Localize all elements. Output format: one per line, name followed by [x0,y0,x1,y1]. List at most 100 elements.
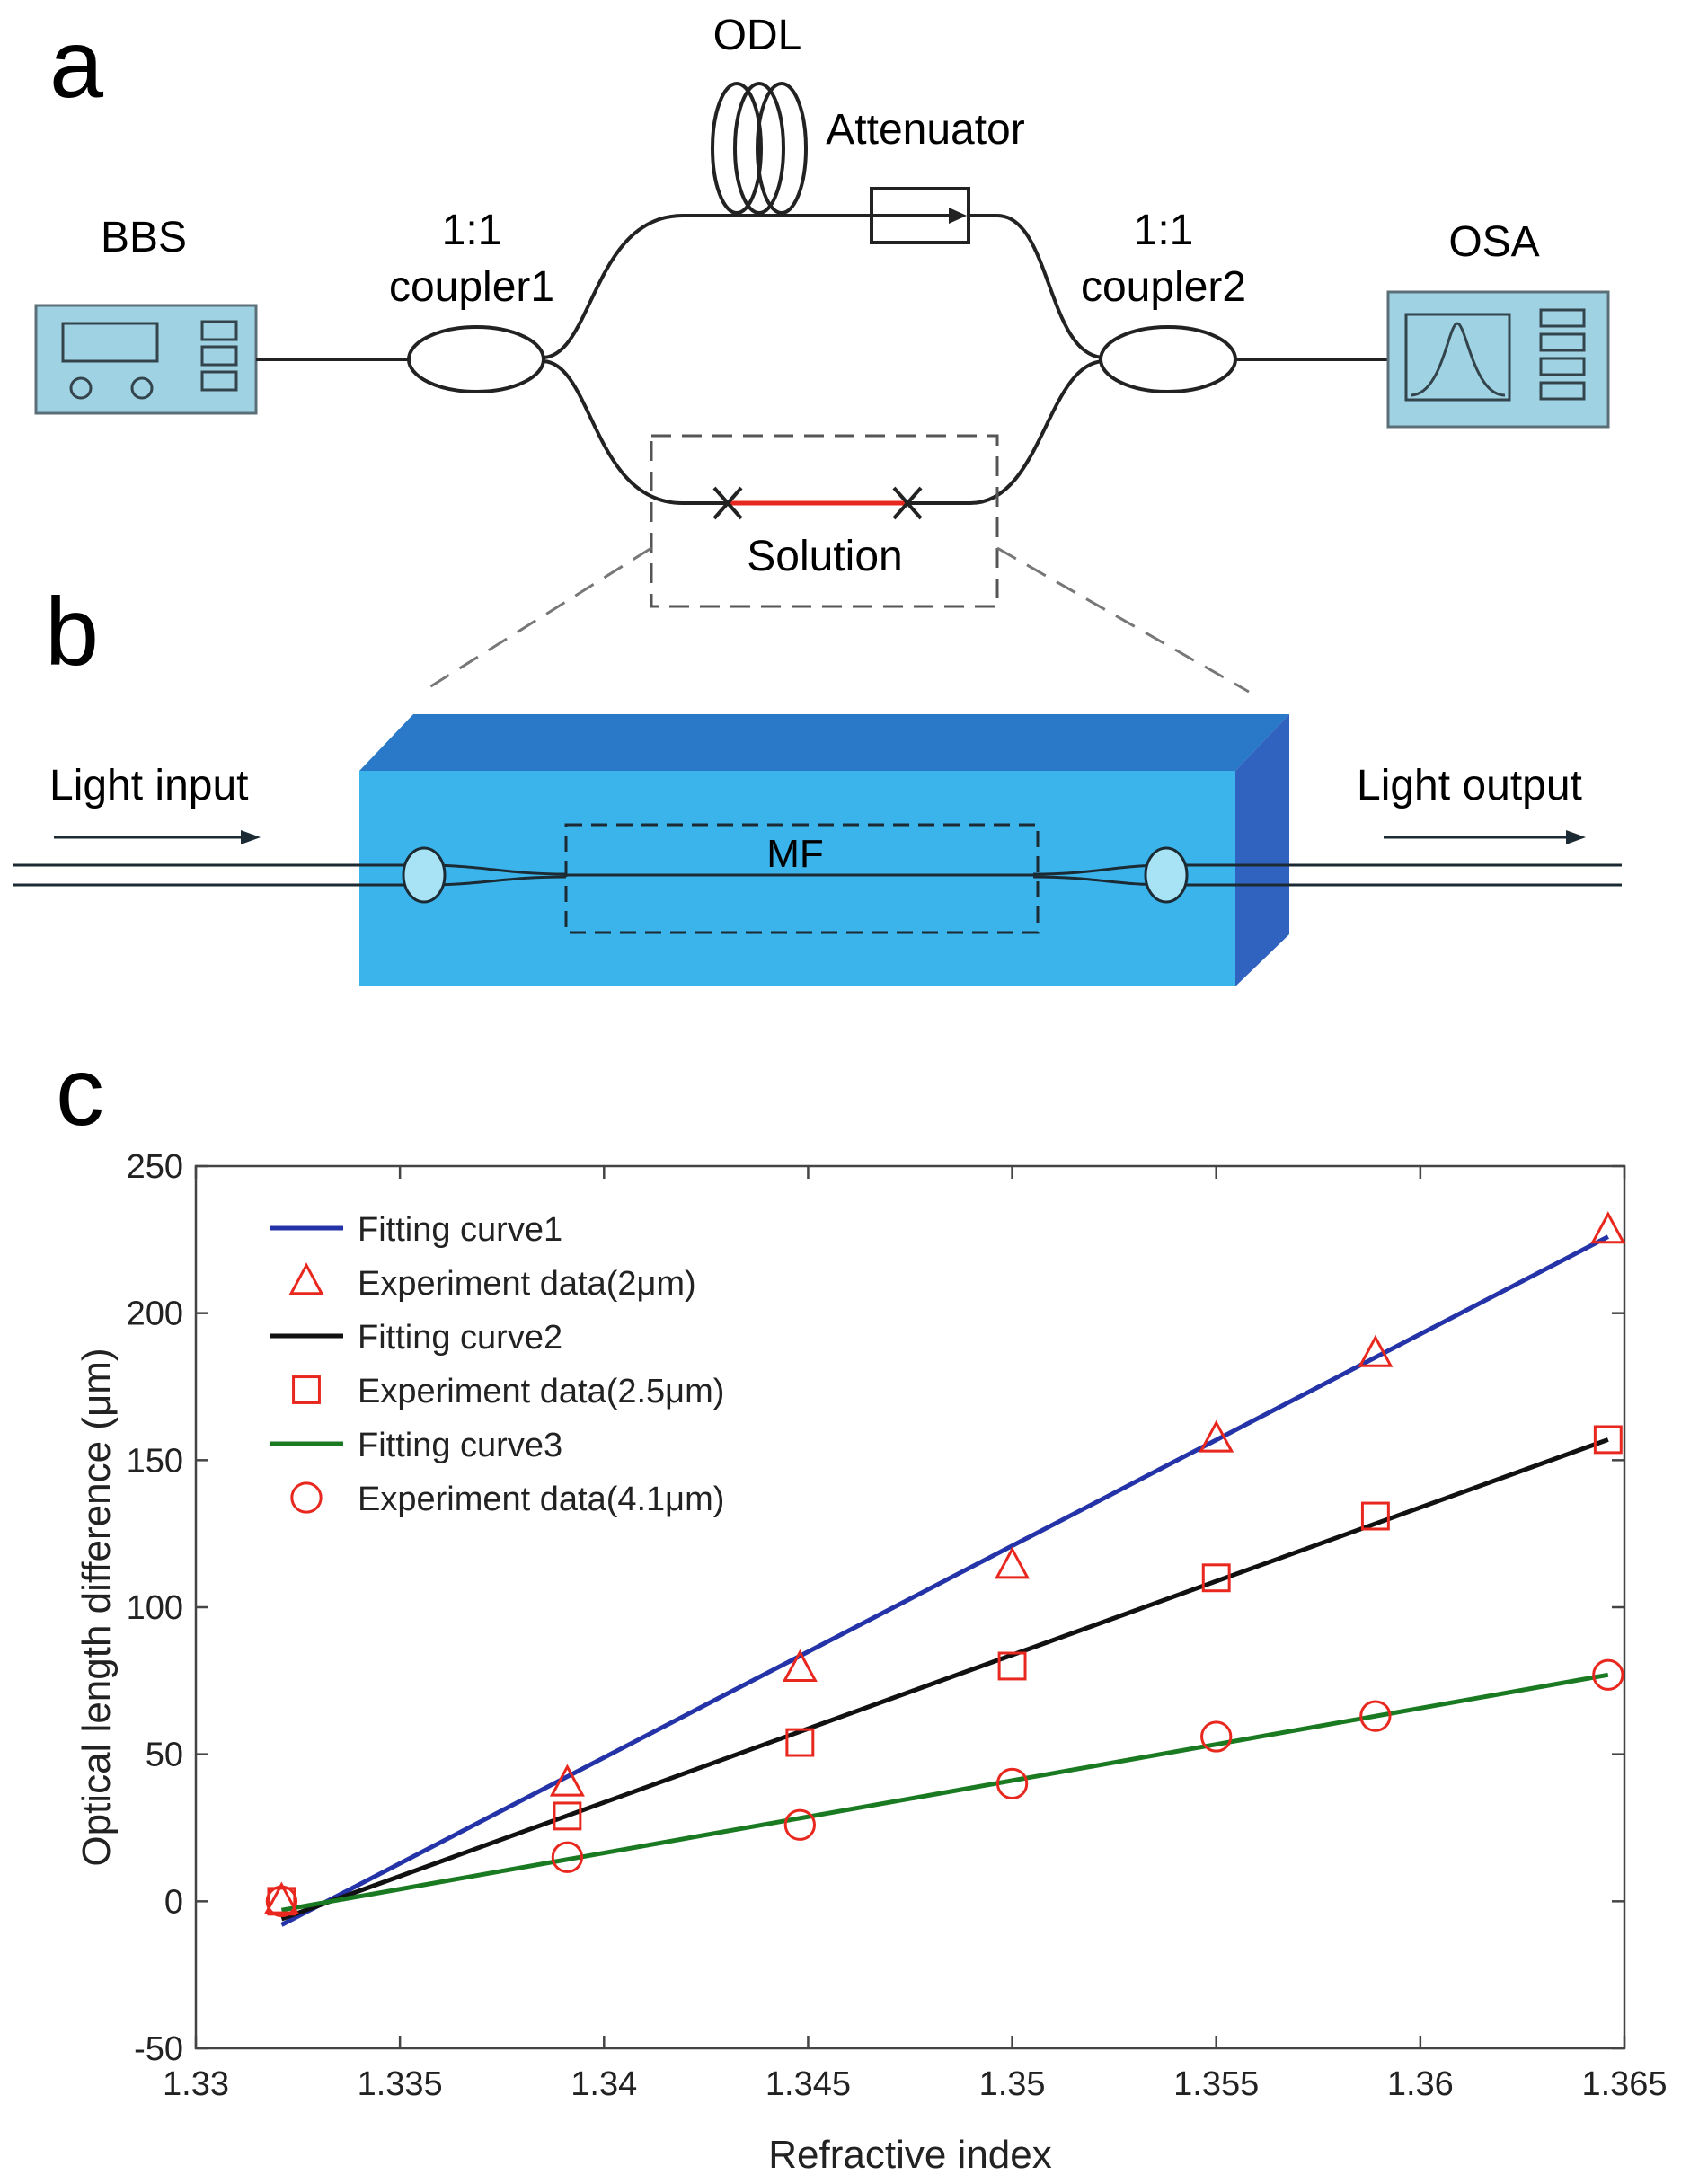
zoom-line-left [421,546,652,694]
coupler2-shape [1099,325,1237,393]
data-point-square [267,1887,296,1916]
panel-a: a BBS 1:1 coupler1 1:1 coupler2 [34,9,1610,694]
panel-b: b MF Light input Light output [13,577,1622,986]
x-axis-label: Refractive index [768,2133,1051,2177]
attenuator-label: Attenuator [826,106,1025,154]
bbs-instrument [34,304,258,415]
legend-entry-label: Experiment data(2.5μm) [358,1373,724,1410]
series-line-3 [280,1437,1609,1922]
coupler1-ratio: 1:1 [442,207,502,254]
osa-spectrum-peak [1410,322,1506,397]
osa-button-1 [1539,308,1586,328]
light-output-arrowhead [1566,830,1586,844]
data-point-triangle [1590,1211,1626,1244]
data-point-circle [265,1885,298,1917]
plot-frame [194,1164,1626,2050]
osa-screen [1404,313,1511,402]
data-point-circle [551,1841,584,1873]
legend-marker-swatch [290,1481,323,1514]
splice-mark-left [712,486,743,520]
legend-entry-label: Experiment data(2μm) [358,1265,696,1303]
coupler1-label: coupler1 [389,263,554,311]
x-tick-label: 1.36 [1387,2065,1454,2103]
x-tick-label: 1.335 [358,2065,443,2103]
data-point-square [1593,1425,1623,1455]
mf-region-box [564,823,1040,934]
data-point-circle [1200,1720,1233,1753]
bbs-button-1 [200,320,238,341]
data-point-triangle [995,1546,1031,1579]
bbs-display [61,322,159,363]
y-tick-label: 150 [127,1442,183,1480]
osa-button-4 [1539,381,1586,401]
x-tick-label: 1.355 [1173,2065,1259,2103]
setup-fibers [256,214,1388,505]
osa-button-3 [1539,357,1586,376]
data-point-square [1201,1563,1231,1593]
legend-entry-label: Experiment data(4.1μm) [358,1481,724,1518]
y-tick-label: 250 [127,1148,183,1186]
y-tick-label: 0 [164,1883,183,1921]
data-point-square [1360,1501,1390,1531]
data-point-triangle [1358,1334,1394,1367]
bbs-knob-left [69,376,93,400]
cell-front-face [359,771,1235,986]
data-point-circle [1359,1700,1392,1732]
coupler1-shape [407,325,545,393]
splice-mark-right [892,486,923,520]
data-point-triangle [263,1881,299,1914]
data-point-square [997,1651,1027,1681]
panel-label-c: c [56,1037,104,1145]
panel-label-a: a [49,9,104,118]
data-point-square [785,1728,815,1757]
x-tick-label: 1.345 [765,2065,851,2103]
bbs-knob-right [130,376,154,400]
y-tick-label: 100 [127,1589,183,1627]
y-tick-label: 50 [146,1737,183,1774]
fiber-taper-right [1144,846,1189,904]
light-output-label: Light output [1357,762,1582,809]
odl-label: ODL [713,12,802,59]
legend-entry-label: Fitting curve1 [358,1211,562,1249]
legend-entry-label: Fitting curve3 [358,1427,562,1464]
data-point-triangle [1199,1419,1234,1453]
x-tick-label: 1.365 [1581,2065,1667,2103]
legend-marker-swatch [292,1375,321,1404]
legend-entry-label: Fitting curve2 [358,1319,562,1357]
data-point-circle [783,1808,816,1841]
osa-instrument [1386,290,1610,429]
legend-marker-swatch [288,1262,324,1295]
solution-label: Solution [747,533,902,580]
osa-label: OSA [1448,218,1539,266]
bbs-button-2 [200,345,238,367]
bbs-label: BBS [101,214,187,261]
light-input-arrowhead [241,830,261,844]
odl-coil [711,82,808,215]
data-point-square [553,1801,582,1831]
zoom-line-right [996,546,1250,694]
mf-label: MF [766,832,824,876]
series-line-5 [280,1672,1609,1913]
x-tick-label: 1.34 [571,2065,637,2103]
coupler2-label: coupler2 [1081,263,1246,311]
series-line-1 [280,1234,1609,1927]
y-tick-label: 200 [127,1295,183,1333]
light-input-label: Light input [49,762,249,809]
cell-side-face [1235,714,1289,986]
data-point-circle [995,1767,1029,1800]
solution-zoom-box [650,434,999,608]
data-point-circle [1592,1658,1624,1691]
x-tick-label: 1.35 [979,2065,1046,2103]
bbs-button-3 [200,370,238,392]
panel-label-b: b [45,577,99,685]
fiber-taper-left [402,846,447,904]
data-point-triangle [549,1764,585,1797]
attenuator-arrowhead [949,208,967,224]
osa-button-2 [1539,332,1586,352]
y-axis-label: Optical length difference (μm) [75,1348,119,1866]
data-point-triangle [782,1649,818,1682]
cell-top-face [359,714,1289,771]
